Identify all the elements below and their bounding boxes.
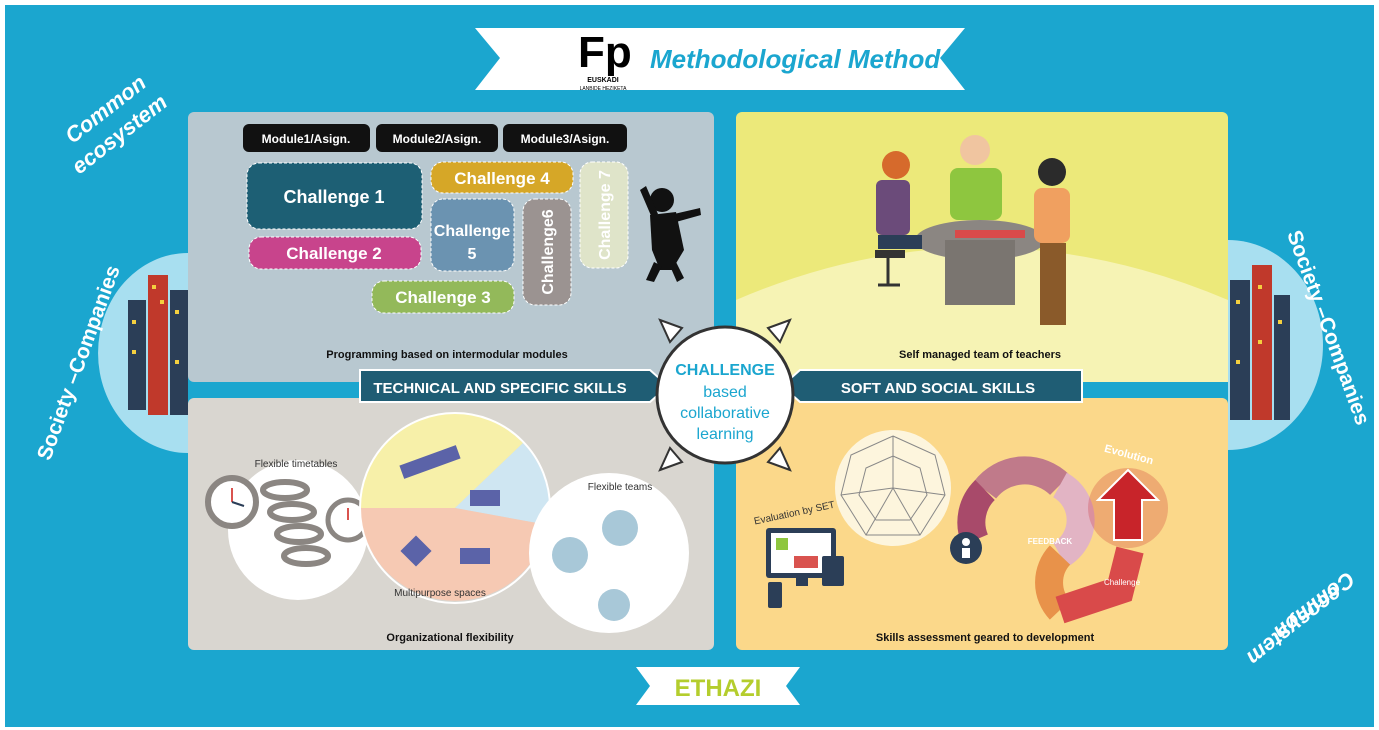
center-line4: learning [697,426,754,443]
quadrant-top-right: Self managed team of teachers [736,112,1228,382]
module1-label: Module1/Asign. [262,132,351,146]
center-line2: based [703,384,747,401]
module2-box [376,124,498,152]
module3-box [503,124,627,152]
logo-fp: Fp [578,28,632,77]
logo-euskadi: EUSKADI [587,77,619,84]
challenge5-label-line1: Challenge [434,223,511,240]
spaces-label: Multipurpose spaces [394,588,486,599]
challenge5-label-line2: 5 [468,246,477,263]
module1-box [243,124,370,152]
quadrant-bottom-right: Evaluation by SET FEEDBACK Challenge Evo… [736,398,1228,650]
monitor-icon [766,528,844,608]
teacher-right-icon [1034,158,1070,325]
city-buildings-right [1230,265,1290,420]
header-banner: Fp EUSKADI LANBIDE HEZIKETA Methodologic… [475,28,965,92]
header-title: Methodological Method [650,44,941,74]
arrow-ne-icon [766,318,792,344]
footer-banner: ETHAZI [636,667,800,705]
person-marker-icon [950,532,982,564]
spring-icon [260,479,331,567]
teams-icons [552,510,638,621]
arrow-sw-icon [658,446,684,472]
top-left-caption: Programming based on intermodular module… [326,349,567,361]
challenge3-label: Challenge 3 [395,288,490,307]
table-base [945,240,1015,305]
challenge-step-label: Challenge [1104,578,1141,587]
top-right-caption: Self managed team of teachers [899,349,1061,361]
arrow-se-icon [766,446,792,472]
teacher-left-icon [875,151,922,287]
logo-lanbide: LANBIDE HEZIKETA [580,86,628,92]
tables-icons [399,445,500,567]
quadrant-bottom-left: Flexible timetables Multipurpose spaces … [188,398,714,650]
center-line1: CHALLENGE [675,362,775,379]
banner-left-label: TECHNICAL AND SPECIFIC SKILLS [373,380,626,397]
module2-label: Module2/Asign. [393,132,482,146]
challenge7-label: Challenge 7 [597,170,614,260]
arrow-nw-icon [658,318,684,344]
center-circle [655,325,795,465]
center-line3: collaborative [680,405,770,422]
spider-chart-icon [835,430,951,546]
challenge6-box [522,198,572,306]
city-buildings-left [128,275,188,415]
teams-circle [529,473,689,633]
challenge4-label: Challenge 4 [454,169,550,188]
spaces-pie [359,412,551,604]
challenge2-label: Challenge 2 [286,244,381,263]
footer-ribbon [636,667,800,705]
evolution-arrow-icon [1095,468,1161,541]
footer-title: ETHAZI [675,675,762,702]
quadrant-top-left: Module1/Asign. Module2/Asign. Module3/As… [188,112,714,382]
center-hub: CHALLENGE based collaborative learning [655,318,795,472]
teacher-middle-icon [950,135,1002,220]
challenge1-box [246,162,423,230]
banner-right-label: SOFT AND SOCIAL SKILLS [841,380,1035,397]
banner-right: SOFT AND SOCIAL SKILLS [780,369,1083,403]
progress-path [957,456,1144,624]
jumping-person-icon [640,186,701,282]
challenge5-box [430,198,515,272]
challenge2-box [248,236,422,270]
feedback-label: FEEDBACK [1028,537,1073,546]
clock-icon [205,475,259,529]
challenge6-label: Challenge6 [540,209,557,294]
header-ribbon [475,28,965,90]
challenge4-box [430,161,574,194]
module3-label: Module3/Asign. [521,132,610,146]
floor-shape [736,247,1228,382]
bottom-right-caption: Skills assessment geared to development [876,632,1095,644]
timetables-label: Flexible timetables [255,459,338,470]
table-papers [955,230,1025,238]
banner-left: TECHNICAL AND SPECIFIC SKILLS [359,369,670,403]
bottom-left-caption: Organizational flexibility [386,632,514,644]
challenge1-label: Challenge 1 [283,187,384,207]
challenge3-box [371,280,515,314]
teams-label: Flexible teams [588,482,652,493]
challenge7-box [579,161,629,269]
